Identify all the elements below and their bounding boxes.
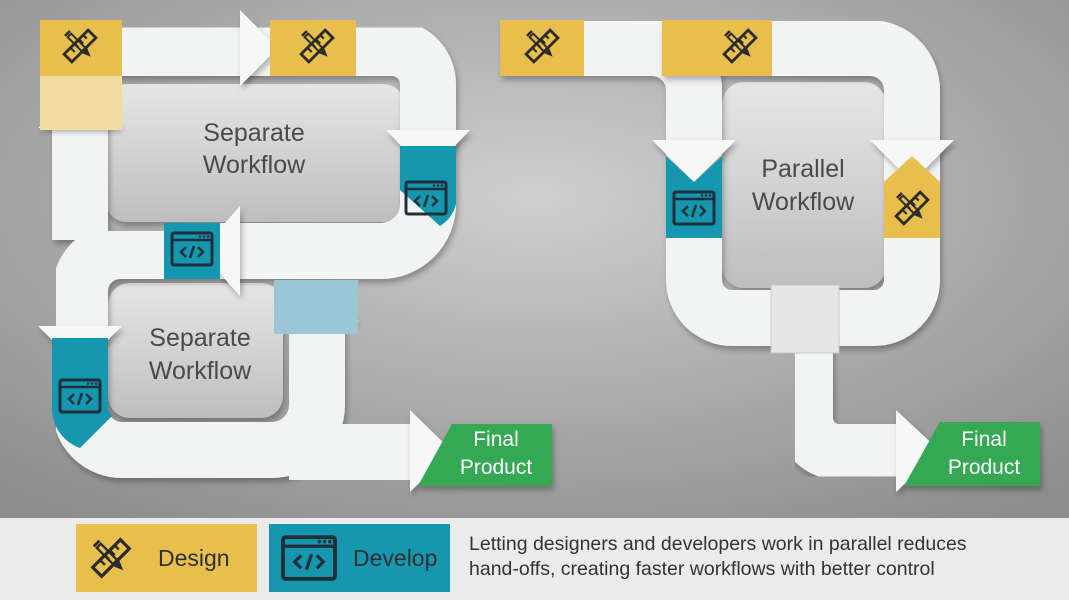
parallel-loop-label-line2: Workflow: [752, 188, 855, 216]
legend-design-label: Design: [158, 545, 230, 571]
arrow-right-final-left: [410, 410, 452, 492]
final-product-label-line2: Product: [948, 456, 1021, 479]
arrow-right-top: [240, 10, 278, 86]
top-loop-label-line2: Workflow: [203, 151, 306, 179]
parallel-loop-label-line1: Parallel: [761, 155, 844, 183]
arrow-down-parallel-left: [652, 140, 736, 182]
parallel-loop-panel: [722, 82, 886, 288]
develop-segment: [400, 146, 456, 226]
final-product-label-line2: Product: [460, 456, 533, 479]
parallel-output-track: [777, 330, 905, 480]
develop-segment-faded: [274, 280, 358, 334]
legend-caption-line2: hand-offs, creating faster workflows wit…: [469, 558, 935, 580]
design-segment: [270, 20, 356, 76]
bottom-loop-label-line1: Separate: [149, 324, 250, 352]
top-loop-label-line1: Separate: [203, 119, 304, 147]
bottom-loop-track: [52, 223, 345, 478]
arrow-right-final-right: [896, 410, 940, 492]
separate-workflow-diagram: Separate Workflow Separate Workflow Fina…: [38, 10, 552, 492]
bottom-loop-label-line2: Workflow: [149, 357, 252, 385]
merge-block: [770, 284, 840, 354]
legend-develop-label: Develop: [353, 545, 437, 571]
final-product-label-line1: Final: [961, 428, 1007, 451]
bottom-loop-panel: [108, 283, 283, 418]
legend-bar: Design Develop Letting designers and dev…: [0, 518, 1069, 600]
final-product-label-line1: Final: [473, 428, 519, 451]
parallel-right-track: [662, 19, 940, 346]
top-loop-panel: [105, 84, 405, 222]
final-product-box: [904, 422, 1040, 486]
parallel-workflow-diagram: Parallel Workflow Final Product: [500, 19, 1040, 492]
design-segment-faded: [40, 76, 122, 130]
legend-caption-line1: Letting designers and developers work in…: [469, 533, 967, 555]
develop-segment: [666, 156, 722, 238]
left-final-track: [289, 424, 420, 480]
design-segment: [662, 20, 772, 76]
final-product-box: [418, 424, 552, 486]
